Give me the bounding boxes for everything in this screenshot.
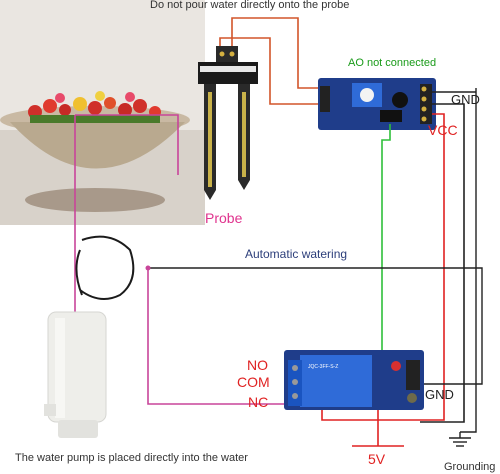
orange-wire-a xyxy=(231,17,318,89)
grounding-label: Grounding xyxy=(444,461,496,473)
vcc-label: VCC xyxy=(428,122,458,138)
flowers xyxy=(28,91,161,123)
relay-nc-label: NC xyxy=(248,394,269,410)
flower-pot-photo xyxy=(0,0,205,225)
black-wire-auto xyxy=(148,267,483,385)
gnd-label-sensor: GND xyxy=(451,92,480,107)
black-wire-ground xyxy=(460,88,477,433)
gnd-label-relay: GND xyxy=(425,387,454,402)
sensor-module xyxy=(318,78,436,130)
soil-probe xyxy=(198,46,258,200)
relay-com-label: COM xyxy=(237,374,270,390)
red-wire-vcc xyxy=(321,113,445,421)
water-pump xyxy=(44,235,135,438)
green-wire-signal xyxy=(381,124,400,371)
probe-warning-text: Do not pour water directly onto the prob… xyxy=(150,0,350,11)
auto-watering-label: Automatic watering xyxy=(245,247,348,261)
pink-wire-nc xyxy=(147,268,290,405)
probe-label: Probe xyxy=(205,210,243,226)
svg-text:JQC-3FF-S-Z: JQC-3FF-S-Z xyxy=(308,364,338,370)
relay-module: JQC-3FF-S-Z xyxy=(284,350,424,410)
relay-no-label: NO xyxy=(247,357,268,373)
ground-symbol-icon xyxy=(449,432,471,447)
five-volt-label: 5V xyxy=(368,451,386,467)
pink-wire-plant xyxy=(74,114,179,320)
pump-note-text: The water pump is placed directly into t… xyxy=(15,452,248,464)
junction-dot xyxy=(145,265,151,271)
ao-note-text: AO not connected xyxy=(348,57,437,69)
black-wire-gnd-top xyxy=(420,103,465,423)
orange-wire-b xyxy=(219,37,318,105)
